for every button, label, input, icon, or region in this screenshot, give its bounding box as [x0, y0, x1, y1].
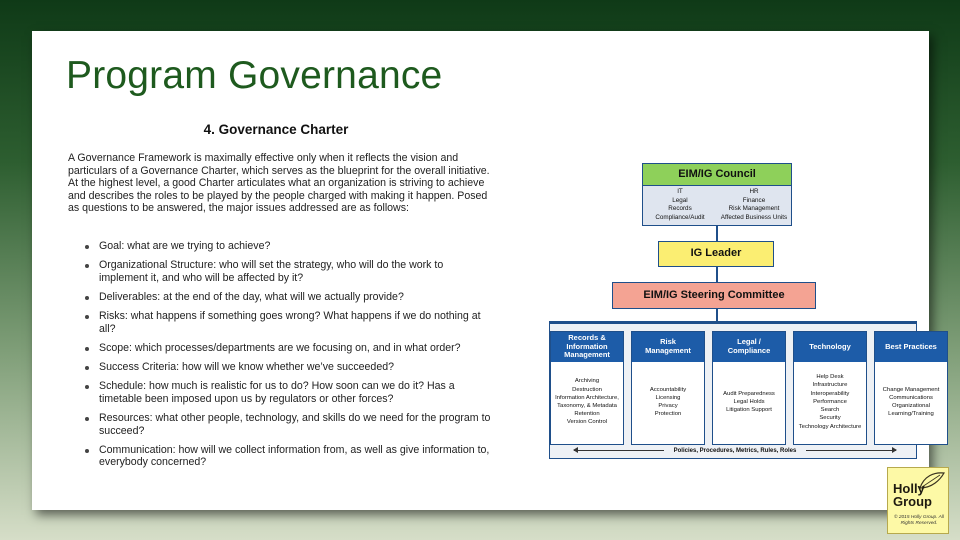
function-title: Technology	[794, 332, 866, 362]
function-item: Legal Holds	[733, 398, 765, 405]
council-member: Records	[668, 205, 692, 213]
function-item: Security	[819, 415, 841, 422]
function-item: Interoperability	[810, 390, 850, 397]
connector-line	[716, 226, 718, 241]
council-box: EIM/IG Council IT Legal Records Complian…	[642, 163, 792, 226]
function-items: Archiving Destruction Information Archit…	[551, 362, 623, 442]
slide-title: Program Governance	[66, 54, 443, 97]
list-item: Resources: what other people, technology…	[81, 412, 493, 437]
function-box-legal: Legal / Compliance Audit Preparedness Le…	[712, 331, 786, 445]
function-item: Infrastructure	[812, 382, 848, 389]
council-member: Risk Management	[728, 205, 780, 213]
council-members-left: IT Legal Records Compliance/Audit	[643, 188, 717, 222]
holly-leaf-icon	[919, 472, 945, 489]
charter-question-list: Goal: what are we trying to achieve? Org…	[81, 240, 493, 476]
council-members-right: HR Finance Risk Management Affected Busi…	[717, 188, 791, 222]
function-item: Search	[820, 407, 840, 414]
function-item: Change Management	[882, 386, 940, 393]
function-item: Privacy	[658, 403, 678, 409]
function-item: Litigation Support	[726, 407, 772, 414]
function-box-technology: Technology Help Desk Infrastructure Inte…	[793, 331, 867, 445]
connector-line	[549, 321, 917, 323]
function-item: Communications	[889, 394, 933, 401]
functions-area: Records & Information Management Archivi…	[549, 323, 948, 459]
function-item: Destruction	[572, 386, 602, 393]
policies-bar: Policies, Procedures, Metrics, Rules, Ro…	[573, 445, 897, 457]
list-item: Risks: what happens if something goes wr…	[81, 310, 493, 335]
list-item: Organizational Structure: who will set t…	[81, 259, 493, 284]
function-items: Accountability Licensing Privacy Protect…	[632, 362, 704, 442]
section-heading: 4. Governance Charter	[203, 122, 349, 137]
council-member: HR	[749, 188, 759, 195]
function-title: Legal / Compliance	[713, 332, 785, 362]
connector-line	[716, 309, 718, 321]
list-item: Deliverables: at the end of the day, wha…	[81, 291, 493, 304]
list-item: Success Criteria: how will we know wheth…	[81, 361, 493, 374]
function-box-risk: Risk Management Accountability Licensing…	[631, 331, 705, 445]
list-item: Goal: what are we trying to achieve?	[81, 240, 493, 253]
list-item: Scope: which processes/departments are w…	[81, 342, 493, 355]
function-item: Organizational Learning/Training	[888, 403, 934, 418]
intro-paragraph: A Governance Framework is maximally effe…	[68, 152, 490, 215]
council-member: Finance	[742, 196, 766, 204]
council-member: IT	[677, 188, 683, 195]
function-item: Technology Architecture	[798, 423, 862, 430]
function-title: Risk Management	[632, 332, 704, 362]
function-item: Information Architecture, Taxonomy, & Me…	[555, 394, 619, 409]
function-item: Audit Preparedness	[723, 390, 775, 397]
function-item: Archiving	[574, 378, 600, 385]
council-members: IT Legal Records Compliance/Audit HR Fin…	[643, 186, 791, 222]
function-title: Best Practices	[875, 332, 947, 362]
function-items: Audit Preparedness Legal Holds Litigatio…	[713, 362, 785, 442]
steering-committee-box: EIM/IG Steering Committee	[612, 282, 816, 309]
governance-org-chart: EIM/IG Council IT Legal Records Complian…	[515, 159, 948, 459]
function-title: Records & Information Management	[551, 332, 623, 362]
function-item: Help Desk	[816, 374, 844, 381]
list-item: Schedule: how much is realistic for us t…	[81, 380, 493, 405]
function-items: Change Management Communications Organiz…	[875, 362, 947, 442]
council-member: Affected Business Units	[720, 213, 788, 221]
council-member: Compliance/Audit	[655, 213, 705, 221]
council-title: EIM/IG Council	[643, 164, 791, 186]
connector-line	[716, 267, 718, 282]
list-item: Communication: how will we collect infor…	[81, 444, 493, 469]
logo-copyright: © 2015 Holly Group. All Rights Reserved.	[893, 515, 945, 526]
policies-label: Policies, Procedures, Metrics, Rules, Ro…	[673, 448, 797, 454]
function-item: Protection	[654, 411, 682, 418]
function-items: Help Desk Infrastructure Interoperabilit…	[794, 362, 866, 442]
function-item: Licensing	[655, 394, 681, 401]
left-arrow-icon	[573, 447, 664, 453]
function-item: Accountability	[649, 386, 687, 393]
function-item: Version Control	[566, 419, 608, 426]
right-arrow-icon	[806, 447, 897, 453]
slide: Program Governance 4. Governance Charter…	[32, 31, 948, 510]
function-box-best-practices: Best Practices Change Management Communi…	[874, 331, 948, 445]
ig-leader-box: IG Leader	[658, 241, 774, 267]
function-box-records: Records & Information Management Archivi…	[550, 331, 624, 445]
function-item: Retention	[574, 411, 600, 418]
council-member: Legal	[672, 196, 688, 204]
function-item: Performance	[813, 398, 847, 405]
